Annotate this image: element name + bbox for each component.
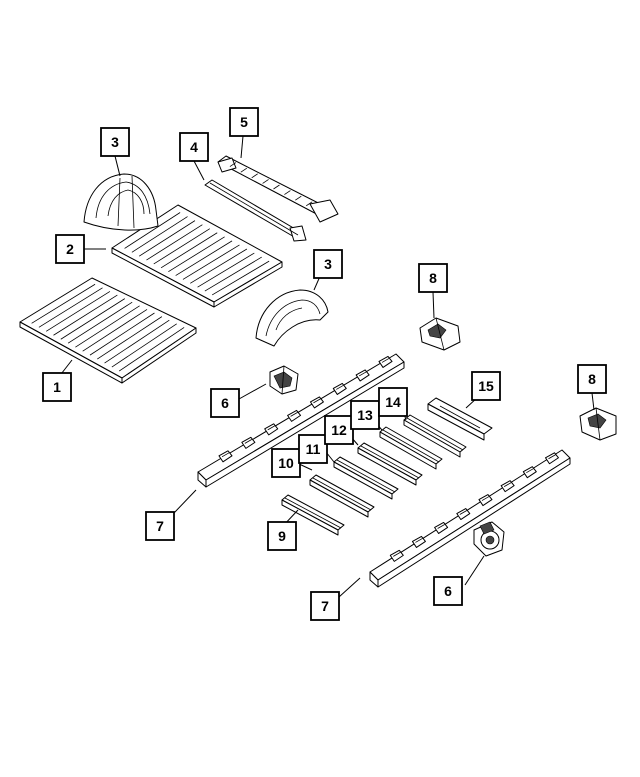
svg-text:13: 13 <box>357 407 373 423</box>
part-7-side-rail-upper <box>197 353 405 488</box>
svg-text:6: 6 <box>221 395 229 411</box>
callout-15: 15 <box>471 371 501 401</box>
part-4-crossmember <box>204 179 307 242</box>
svg-text:12: 12 <box>331 422 347 438</box>
callout-5: 5 <box>229 107 259 137</box>
svg-text:1: 1 <box>53 379 61 395</box>
part-3-wheelhouse-lower <box>255 289 329 347</box>
svg-text:10: 10 <box>278 455 294 471</box>
part-2-floor-pan <box>111 204 283 308</box>
callout-4: 4 <box>179 132 209 162</box>
part-3-wheelhouse-upper <box>83 173 159 231</box>
callout-10: 10 <box>271 448 301 478</box>
svg-text:7: 7 <box>321 598 329 614</box>
svg-text:7: 7 <box>156 518 164 534</box>
callout-6-lower: 6 <box>433 576 463 606</box>
svg-text:14: 14 <box>385 394 401 410</box>
svg-text:11: 11 <box>306 441 321 457</box>
svg-text:4: 4 <box>190 139 198 155</box>
crossmember-channels <box>281 414 467 536</box>
callout-7-upper: 7 <box>145 511 175 541</box>
callout-9: 9 <box>267 521 297 551</box>
svg-text:6: 6 <box>444 583 452 599</box>
svg-text:3: 3 <box>111 134 119 150</box>
callout-11: 11 <box>298 434 328 464</box>
svg-text:2: 2 <box>66 241 74 257</box>
part-1-floor-pan <box>19 277 197 384</box>
callout-3-upper: 3 <box>100 127 130 157</box>
svg-text:9: 9 <box>278 528 286 544</box>
callout-3-lower: 3 <box>313 249 343 279</box>
part-5-crossmember <box>217 155 339 223</box>
part-6-bracket-lower <box>473 521 505 557</box>
part-6-bracket-upper <box>269 365 299 395</box>
part-8-bracket-lower <box>579 407 617 441</box>
part-15-crossmember <box>427 397 493 441</box>
svg-text:8: 8 <box>429 270 437 286</box>
callout-7-lower: 7 <box>310 591 340 621</box>
callout-6-upper: 6 <box>210 388 240 418</box>
part-8-bracket-upper <box>419 317 461 351</box>
callout-12: 12 <box>324 415 354 445</box>
svg-text:8: 8 <box>588 371 596 387</box>
callout-8-lower: 8 <box>577 364 607 394</box>
callout-8-upper: 8 <box>418 263 448 293</box>
callout-14: 14 <box>378 387 408 417</box>
callout-13: 13 <box>350 400 380 430</box>
svg-text:3: 3 <box>324 256 332 272</box>
svg-text:15: 15 <box>478 378 494 394</box>
callout-2: 2 <box>55 234 85 264</box>
callout-1: 1 <box>42 372 72 402</box>
part-7-side-rail-lower <box>369 449 571 588</box>
svg-text:5: 5 <box>240 114 248 130</box>
